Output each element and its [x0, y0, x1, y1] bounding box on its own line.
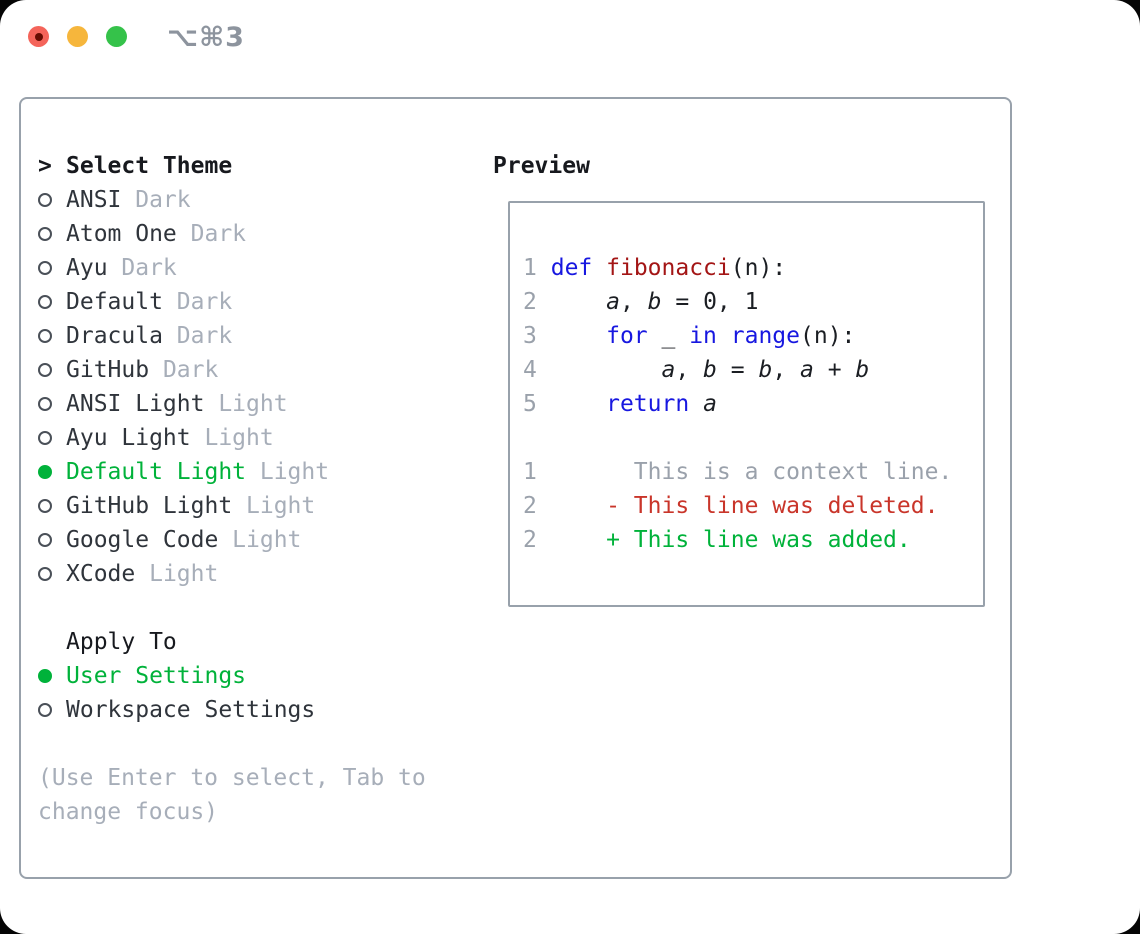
traffic-lights — [28, 26, 127, 47]
code-line: 2 a, b = 0, 1 — [523, 289, 759, 315]
line-number: 2 — [523, 289, 537, 315]
apply-to-title: Apply To — [66, 629, 177, 655]
hint-text: (Use Enter to select, Tab to change focu… — [38, 765, 426, 825]
theme-variant: Dark — [176, 289, 233, 315]
code-line: 2 - This line was deleted. — [523, 493, 939, 519]
theme-option[interactable]: ANSI Light Light — [38, 387, 453, 421]
radio-icon — [38, 397, 66, 411]
cursor-icon: > — [38, 153, 52, 179]
code-preview: 1 def fibonacci(n): 2 a, b = 0, 1 3 for _ … — [523, 251, 983, 557]
theme-name: Atom One — [66, 221, 177, 247]
theme-option[interactable]: GitHub Dark — [38, 353, 453, 387]
code-line: 3 for _ in range(n): — [523, 323, 856, 349]
theme-option[interactable]: XCode Light — [38, 557, 453, 591]
theme-name: Default — [66, 289, 163, 315]
radio-icon — [38, 533, 66, 547]
theme-variant: Light — [204, 425, 274, 451]
theme-name: ANSI — [66, 187, 122, 213]
apply-to-option[interactable]: User Settings — [38, 659, 453, 693]
theme-name: Dracula — [66, 323, 163, 349]
radio-icon — [38, 567, 66, 581]
minimize-button[interactable] — [67, 26, 88, 47]
select-theme-title: Select Theme — [66, 153, 233, 179]
code-line: 5 return a — [523, 391, 717, 417]
theme-option[interactable]: Default Dark — [38, 285, 453, 319]
theme-variant: Dark — [190, 221, 247, 247]
line-number: 4 — [523, 357, 537, 383]
radio-icon — [38, 193, 66, 207]
apply-to-header: Apply To — [38, 625, 453, 659]
code-line: 4 a, b = b, a + b — [523, 357, 870, 383]
line-number: 3 — [523, 323, 537, 349]
theme-option[interactable]: Ayu Dark — [38, 251, 453, 285]
window-shortcut-label: ⌥⌘3 — [167, 22, 245, 53]
line-number: 2 — [523, 527, 537, 553]
zoom-button[interactable] — [106, 26, 127, 47]
theme-option[interactable]: Ayu Light Light — [38, 421, 453, 455]
theme-name: Ayu Light — [66, 425, 191, 451]
code-line: 2 + This line was added. — [523, 527, 911, 553]
close-button[interactable] — [28, 26, 49, 47]
theme-variant: Light — [149, 561, 219, 587]
radio-icon — [38, 329, 66, 343]
code-line: 1 def fibonacci(n): — [523, 255, 787, 281]
line-number: 2 — [523, 493, 537, 519]
spacer — [38, 591, 453, 625]
theme-name: Google Code — [66, 527, 219, 553]
theme-variant: Dark — [121, 255, 177, 281]
titlebar: ⌥⌘3 — [0, 0, 1140, 70]
theme-option[interactable]: Atom One Dark — [38, 217, 453, 251]
apply-to-option[interactable]: Workspace Settings — [38, 693, 453, 727]
theme-option[interactable]: Default Light Light — [38, 455, 453, 489]
preview-box: 1 def fibonacci(n): 2 a, b = 0, 1 3 for _ … — [508, 201, 985, 607]
line-number: 5 — [523, 391, 537, 417]
theme-name: GitHub — [66, 357, 150, 383]
apply-to-option-label: User Settings — [66, 663, 247, 689]
theme-variant: Light — [259, 459, 330, 485]
theme-name: Default Light — [66, 459, 247, 485]
preview-heading: Preview — [493, 153, 590, 179]
radio-icon — [38, 499, 66, 513]
radio-icon — [38, 363, 66, 377]
theme-name: XCode — [66, 561, 136, 587]
theme-variant: Dark — [162, 357, 219, 383]
line-number: 1 — [523, 255, 537, 281]
radio-icon — [38, 261, 66, 275]
theme-name: ANSI Light — [66, 391, 205, 417]
theme-option[interactable]: GitHub Light Light — [38, 489, 453, 523]
theme-option[interactable]: Google Code Light — [38, 523, 453, 557]
spacer — [38, 727, 453, 761]
apply-to-option-label: Workspace Settings — [66, 697, 316, 723]
theme-variant: Light — [232, 527, 302, 553]
radio-icon — [38, 227, 66, 241]
code-line: 1 This is a context line. — [523, 459, 953, 485]
radio-icon — [38, 295, 66, 309]
unsaved-dot-icon — [34, 32, 43, 41]
theme-variant: Light — [218, 391, 288, 417]
select-theme-header: > Select Theme — [38, 149, 453, 183]
radio-icon — [38, 703, 66, 717]
theme-variant: Light — [246, 493, 316, 519]
theme-variant: Dark — [176, 323, 233, 349]
line-number: 1 — [523, 459, 537, 485]
theme-variant: Dark — [135, 187, 191, 213]
theme-option[interactable]: Dracula Dark — [38, 319, 453, 353]
theme-name: Ayu — [66, 255, 108, 281]
code-line — [523, 421, 983, 455]
theme-name: GitHub Light — [66, 493, 233, 519]
radio-selected-icon — [38, 669, 66, 683]
radio-selected-icon — [38, 465, 66, 479]
radio-icon — [38, 431, 66, 445]
theme-option[interactable]: ANSI Dark — [38, 183, 453, 217]
